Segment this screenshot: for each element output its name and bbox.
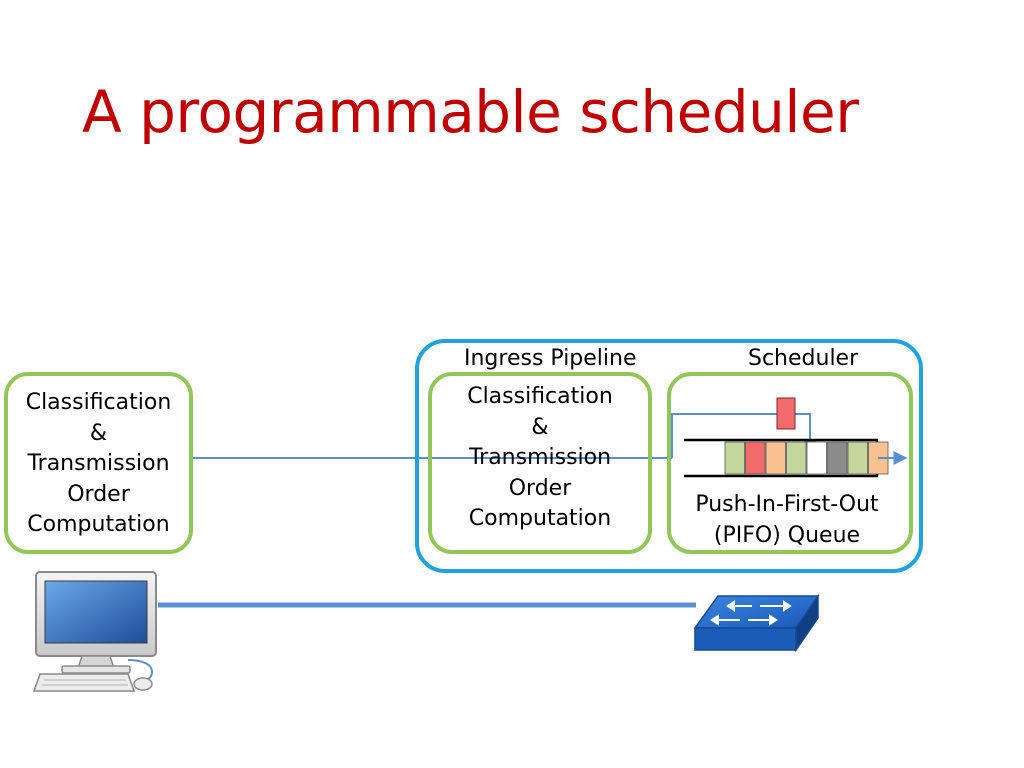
ingress-box-line: Transmission xyxy=(468,445,612,470)
host-box-line: & xyxy=(89,420,108,446)
pifo-slot xyxy=(847,441,868,475)
ingress-box-line: Order xyxy=(508,475,572,501)
enqueue-path xyxy=(671,413,817,458)
ingress-classification-box xyxy=(428,372,652,554)
pifo-label-line: Push-In-First-Out xyxy=(695,492,879,517)
incoming-packet xyxy=(776,397,796,430)
host-box-line: Classification xyxy=(25,390,172,415)
pifo-slot xyxy=(724,441,745,475)
scheduler-label: Scheduler xyxy=(748,346,859,371)
pifo-slot xyxy=(806,441,827,475)
ingress-box-line: Classification xyxy=(467,384,613,409)
host-box-line: Computation xyxy=(27,512,170,537)
pifo-queue-label: Push-In-First-Out (PIFO) Queue xyxy=(667,490,907,551)
pifo-slot xyxy=(745,441,766,475)
host-box-line: Order xyxy=(67,481,130,507)
scheduler-box xyxy=(667,372,913,554)
pifo-slot xyxy=(765,441,786,475)
pifo-slot xyxy=(786,441,807,475)
host-classification-box xyxy=(4,372,193,554)
host-box-line: Transmission xyxy=(27,451,170,476)
host-box-text: Classification & Transmission Order Comp… xyxy=(4,388,193,541)
ingress-box-line: & xyxy=(531,414,549,440)
pifo-slot xyxy=(827,441,848,475)
ingress-box-text: Classification & Transmission Order Comp… xyxy=(428,382,652,535)
desktop-computer-icon xyxy=(32,571,157,692)
ingress-box-line: Computation xyxy=(468,506,612,531)
pifo-slots xyxy=(724,441,889,475)
switch-container xyxy=(415,339,923,573)
slide-title: A programmable scheduler xyxy=(82,78,859,146)
pifo-label-line: (PIFO) Queue xyxy=(713,522,861,548)
network-switch-icon xyxy=(693,593,820,653)
ingress-pipeline-label: Ingress Pipeline xyxy=(464,346,637,371)
